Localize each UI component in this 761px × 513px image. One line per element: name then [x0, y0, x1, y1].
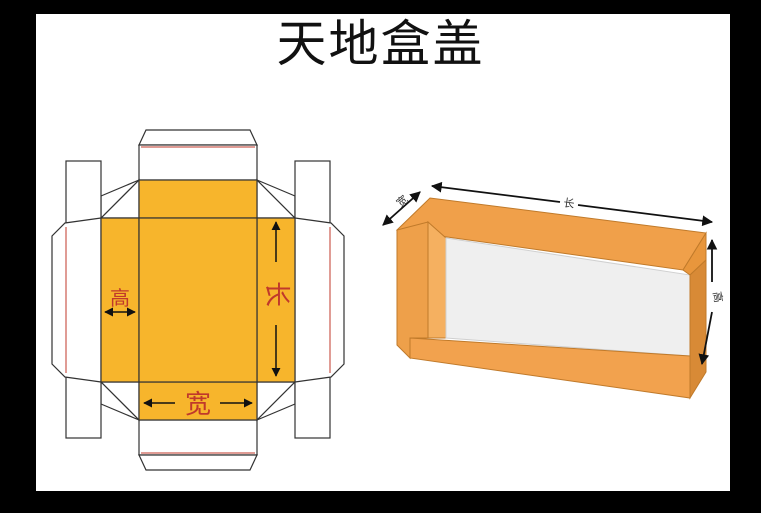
- box-height-label: 高: [710, 290, 726, 303]
- net-dimension-arrows: [104, 221, 281, 408]
- net-length-label: 长: [261, 281, 291, 307]
- net-left-wall-panel: [100, 217, 140, 383]
- net-top-wall-panel: [138, 179, 258, 219]
- net-bottom-outer-flap: [138, 454, 258, 471]
- box-right-wall: [689, 258, 707, 400]
- net-top-outer-flap: [138, 129, 258, 146]
- box-dimension-arrows: [382, 181, 718, 366]
- net-right-inner-flap: [294, 217, 345, 383]
- net-base-panel: [138, 217, 258, 383]
- box-lid-3d: [395, 197, 707, 400]
- box-depth-label: 宽: [393, 192, 410, 210]
- page-title: 天地盒盖: [276, 15, 485, 73]
- net-bottom-inner-flap: [138, 419, 258, 456]
- box-length-label: 长: [563, 196, 576, 210]
- net-left-inner-flap: [51, 217, 102, 383]
- box-inner-floor: [427, 220, 447, 339]
- net-bottom-wall-panel: [138, 381, 258, 421]
- net-width-label: 宽: [185, 390, 211, 420]
- net-height-label: 高: [110, 286, 130, 310]
- net-top-inner-flap: [138, 144, 258, 181]
